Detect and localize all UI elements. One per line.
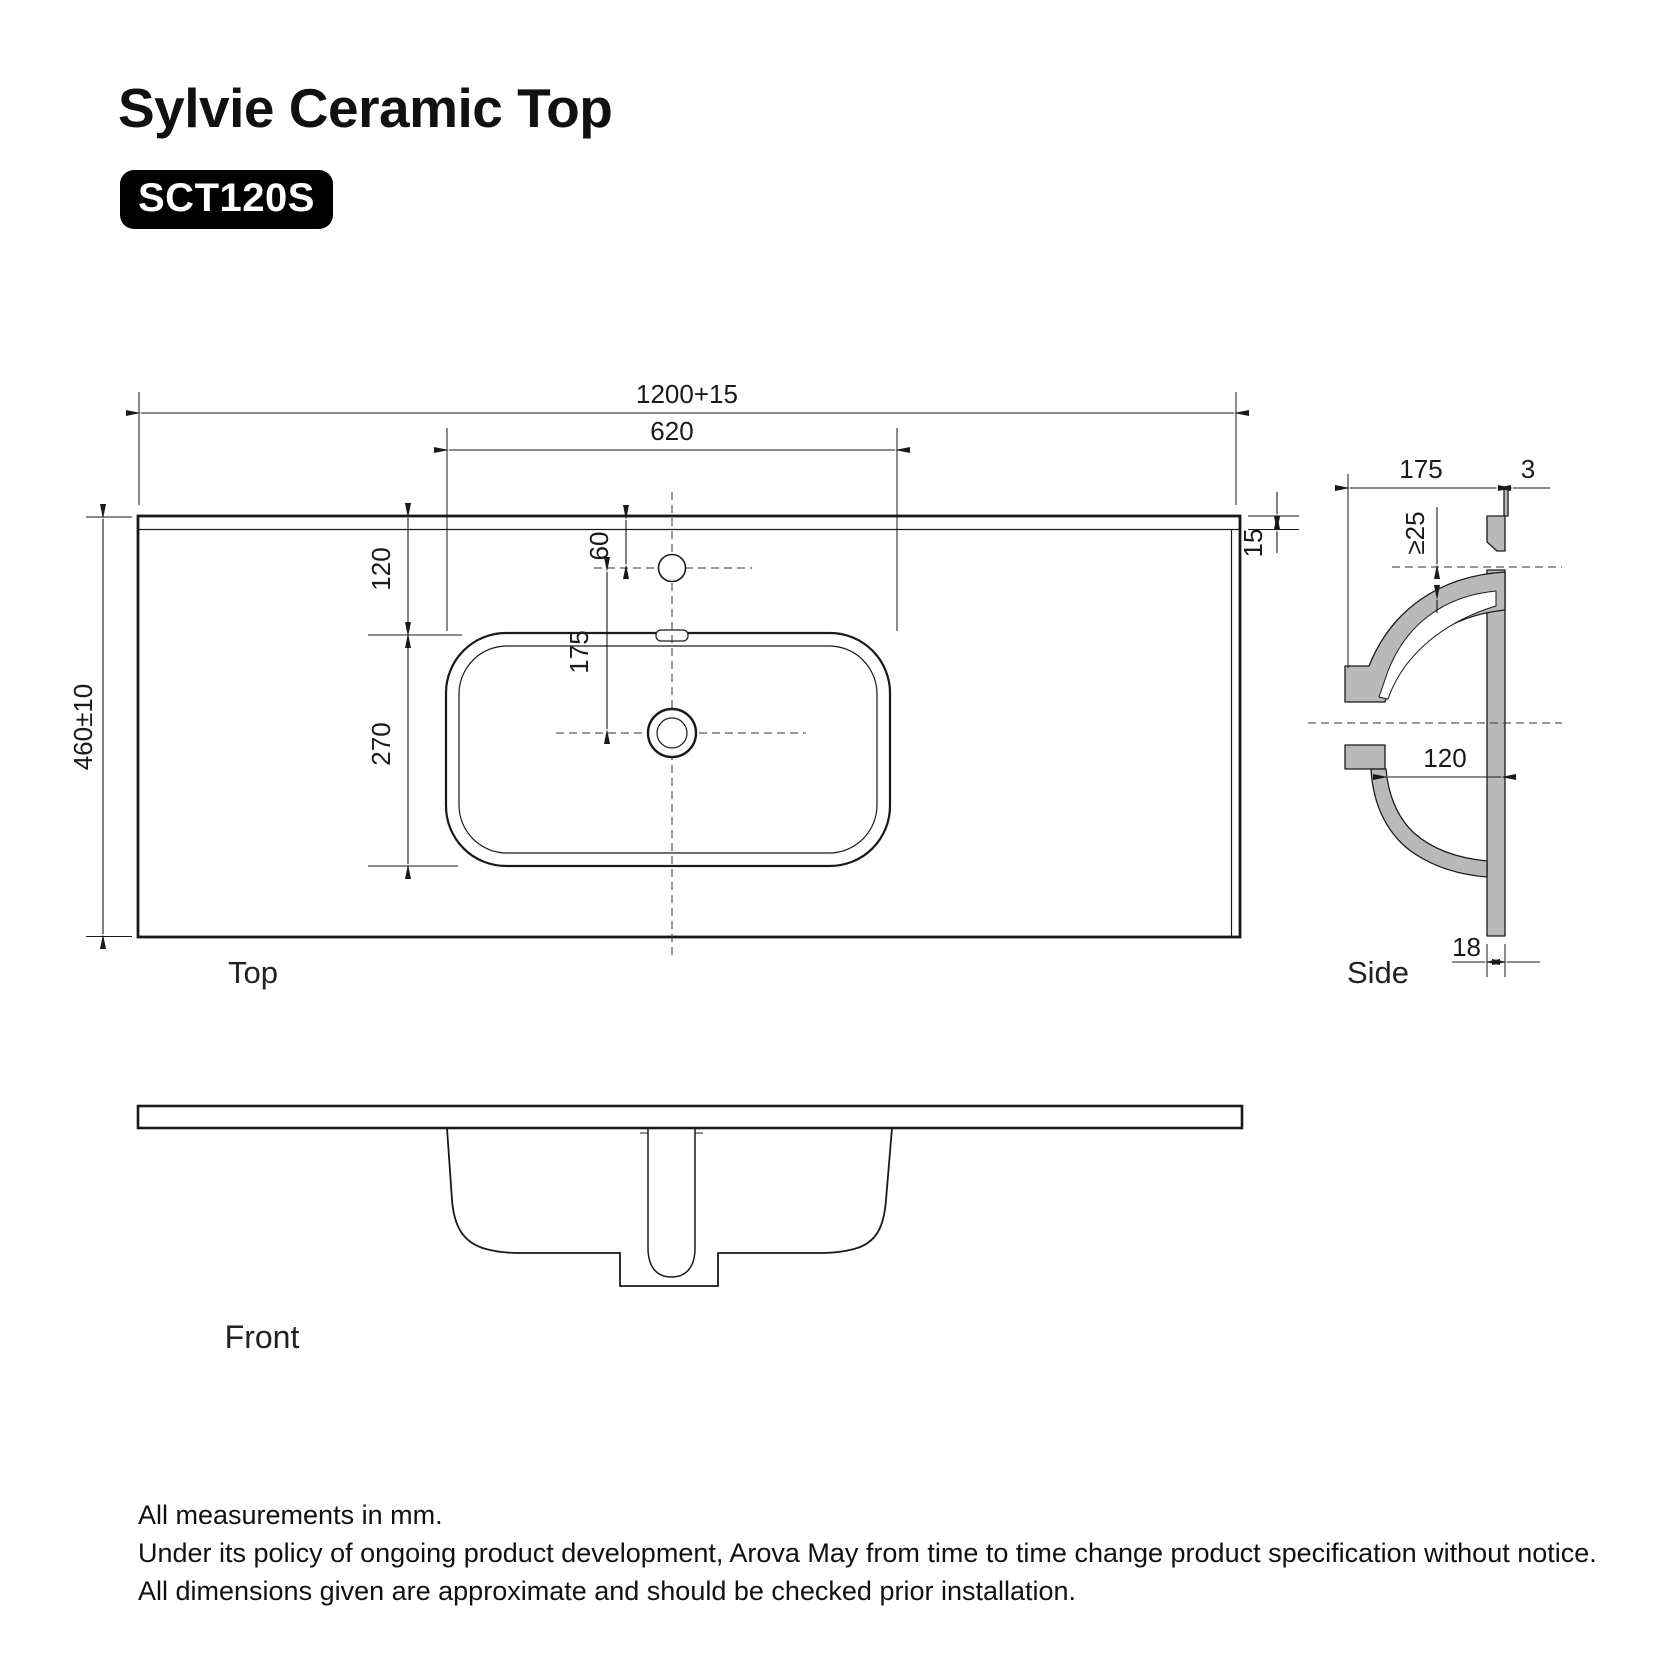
- faucet-hole: [657, 553, 687, 583]
- dim-clearance-label: ≥25: [1400, 511, 1430, 554]
- back-wall-section: [1486, 569, 1506, 937]
- front-tube-tick-left: [640, 1128, 649, 1134]
- dim-faucet-offset-label: 60: [584, 532, 614, 561]
- basin-outline-inner: [458, 645, 878, 854]
- dim-clearance: ≥25: [1400, 507, 1440, 613]
- back-lip-section: [1503, 487, 1509, 517]
- footer-note-1: All measurements in mm.: [138, 1500, 443, 1530]
- dim-edge-to-basin: 120: [366, 503, 462, 648]
- footer-note-2: Under its policy of ongoing product deve…: [138, 1538, 1597, 1568]
- side-view: 15 175 3 ≥25: [1238, 454, 1562, 990]
- dim-overall-width-label: 1200+15: [636, 379, 738, 409]
- dim-basin-depth-label: 270: [366, 722, 396, 765]
- dim-overall-depth: 460±10: [68, 504, 132, 949]
- dim-deck-depth-label: 175: [1399, 454, 1442, 484]
- dim-faucet-offset: 60: [584, 505, 629, 579]
- footer-notes: All measurements in mm. Under its policy…: [138, 1496, 1597, 1610]
- top-view-label: Top: [228, 955, 278, 990]
- dim-basin-width: 620: [434, 416, 910, 631]
- dim-top-thickness-label: 15: [1238, 529, 1268, 558]
- dim-edge-lip-label: 3: [1521, 454, 1535, 484]
- dim-overall-depth-label: 460±10: [68, 684, 98, 771]
- dim-basin-depth: 270: [366, 622, 458, 879]
- model-badge: SCT120S: [120, 170, 333, 229]
- side-view-label: Side: [1347, 955, 1409, 990]
- dim-basin-width-label: 620: [650, 416, 693, 446]
- front-overflow-tube: [647, 1128, 696, 1278]
- dim-faucet-to-drain: 175: [564, 557, 610, 744]
- front-basin-outline: [446, 1127, 893, 1287]
- dim-overall-width: 1200+15: [126, 379, 1249, 505]
- dim-edge-lip: 3: [1498, 454, 1550, 491]
- dim-bowl-width: 120: [1373, 743, 1516, 780]
- dim-outlet-width-label: 18: [1452, 932, 1481, 962]
- dim-top-thickness: 15: [1238, 492, 1299, 557]
- front-slab-outline: [136, 1104, 1244, 1130]
- front-view: Front: [136, 1104, 1244, 1355]
- page-title: Sylvie Ceramic Top: [118, 77, 613, 139]
- dim-faucet-to-drain-label: 175: [564, 630, 594, 673]
- drain-hole-inner: [656, 717, 688, 749]
- front-tube-tick-right: [694, 1128, 703, 1134]
- top-view: 1200+15 620 460±10 120 270: [68, 379, 1249, 990]
- bowl-lower-band-section: [1370, 768, 1488, 878]
- dim-bowl-width-label: 120: [1423, 743, 1466, 773]
- front-view-label: Front: [225, 1319, 300, 1355]
- rim-block-section: [1486, 515, 1506, 552]
- flange-lower-section: [1344, 744, 1386, 770]
- dim-outlet-width: 18: [1452, 932, 1540, 977]
- dim-edge-to-basin-label: 120: [366, 547, 396, 590]
- footer-note-3: All dimensions given are approximate and…: [138, 1576, 1077, 1606]
- dim-deck-depth: 175: [1335, 454, 1511, 668]
- drain-hole-outer: [646, 707, 698, 759]
